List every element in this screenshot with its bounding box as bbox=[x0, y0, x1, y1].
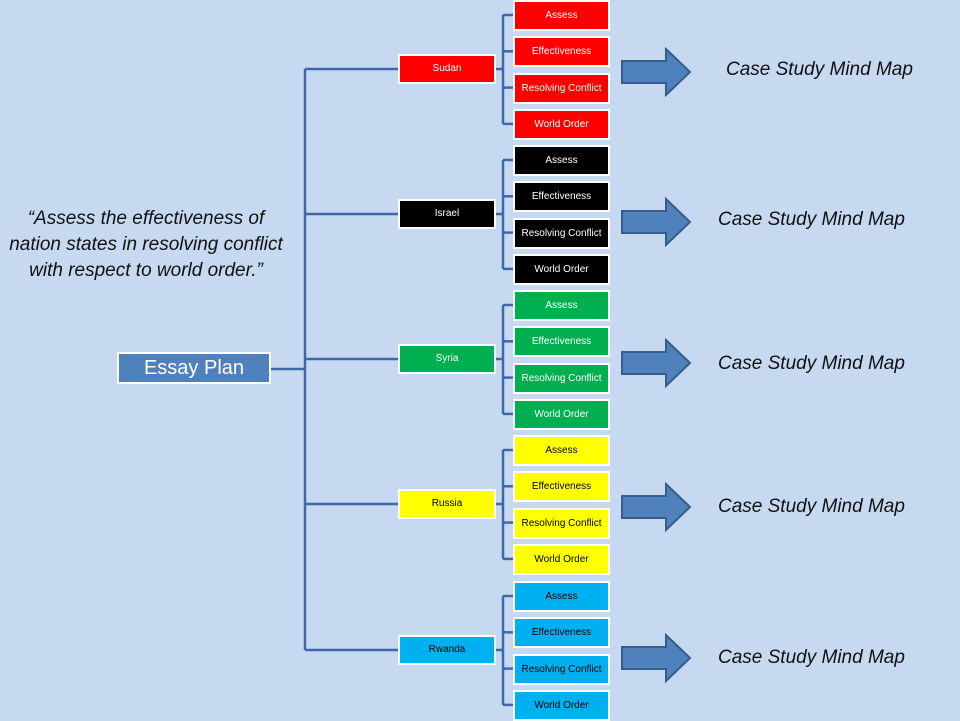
sub-node-resolving-conflict: Resolving Conflict bbox=[513, 507, 610, 539]
essay-plan-root: Essay Plan bbox=[117, 352, 271, 384]
sub-node-effectiveness: Effectiveness bbox=[513, 617, 610, 649]
sub-node-assess: Assess bbox=[513, 435, 610, 466]
essay-question: “Assess the effectiveness of nation stat… bbox=[9, 208, 283, 281]
sub-node-assess: Assess bbox=[513, 290, 610, 321]
country-node-russia: Russia bbox=[398, 489, 496, 519]
right-arrow-icon bbox=[621, 482, 692, 532]
sub-node-world-order: World Order bbox=[513, 689, 610, 721]
country-node-rwanda: Rwanda bbox=[398, 635, 496, 665]
case-study-label: Case Study Mind Map bbox=[718, 496, 905, 517]
sub-node-assess: Assess bbox=[513, 0, 610, 31]
sub-node-world-order: World Order bbox=[513, 543, 610, 575]
case-study-label: Case Study Mind Map bbox=[726, 59, 913, 80]
country-node-israel: Israel bbox=[398, 199, 496, 229]
case-study-label: Case Study Mind Map bbox=[718, 647, 905, 668]
sub-node-effectiveness: Effectiveness bbox=[513, 326, 610, 358]
right-arrow-icon bbox=[621, 47, 692, 97]
sub-node-assess: Assess bbox=[513, 581, 610, 612]
sub-node-world-order: World Order bbox=[513, 108, 610, 140]
country-node-sudan: Sudan bbox=[398, 54, 496, 84]
right-arrow-icon bbox=[621, 633, 692, 683]
right-arrow-icon bbox=[621, 197, 692, 247]
case-study-label: Case Study Mind Map bbox=[718, 209, 905, 230]
right-arrow-icon bbox=[621, 338, 692, 388]
sub-node-resolving-conflict: Resolving Conflict bbox=[513, 362, 610, 394]
sub-node-resolving-conflict: Resolving Conflict bbox=[513, 653, 610, 685]
country-node-syria: Syria bbox=[398, 344, 496, 374]
sub-node-world-order: World Order bbox=[513, 398, 610, 430]
case-study-label: Case Study Mind Map bbox=[718, 353, 905, 374]
sub-node-effectiveness: Effectiveness bbox=[513, 471, 610, 503]
sub-node-world-order: World Order bbox=[513, 253, 610, 285]
sub-node-effectiveness: Effectiveness bbox=[513, 36, 610, 68]
sub-node-assess: Assess bbox=[513, 145, 610, 176]
sub-node-resolving-conflict: Resolving Conflict bbox=[513, 72, 610, 104]
sub-node-effectiveness: Effectiveness bbox=[513, 181, 610, 213]
sub-node-resolving-conflict: Resolving Conflict bbox=[513, 217, 610, 249]
